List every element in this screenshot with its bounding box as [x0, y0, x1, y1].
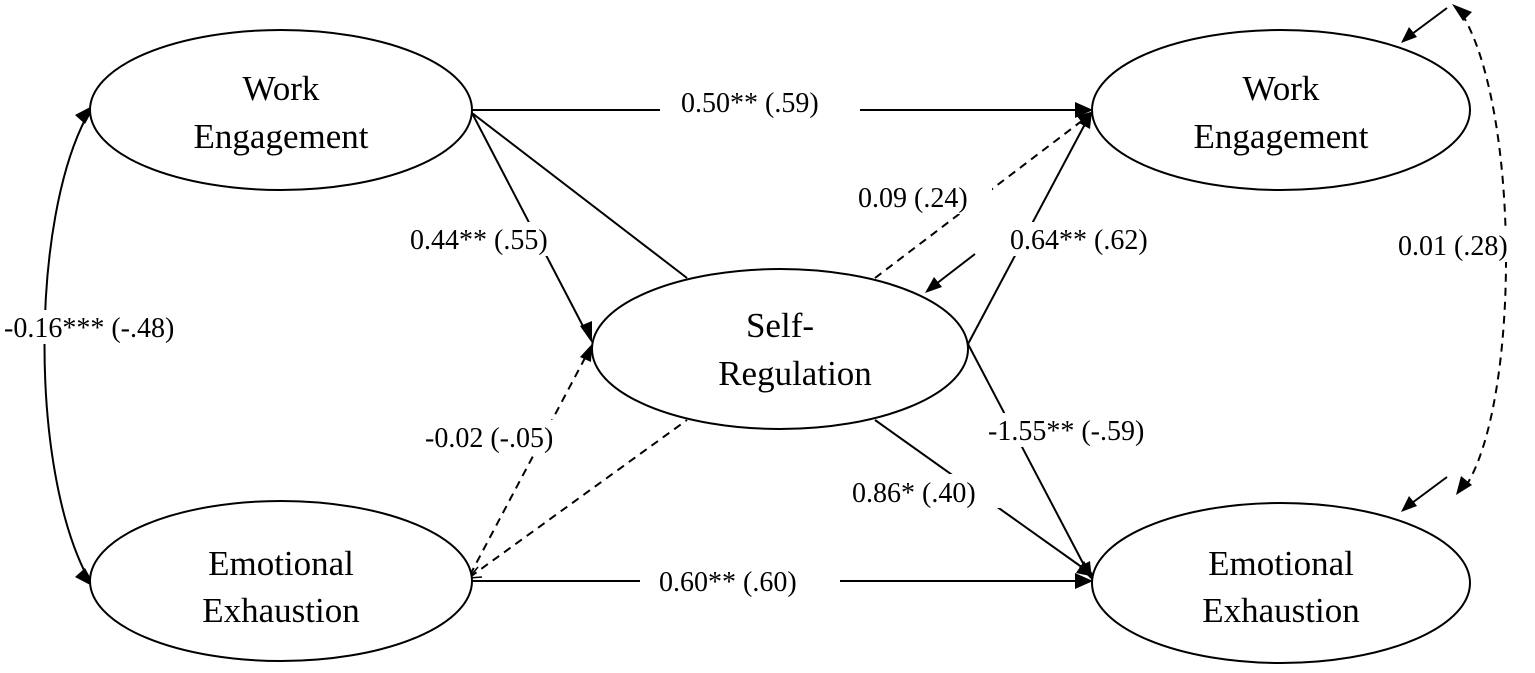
arrowhead-ee-t2 [1075, 573, 1093, 589]
residual-sr [935, 253, 976, 285]
node-label-line2: Exhaustion [1202, 591, 1359, 630]
label-bg [852, 180, 992, 214]
edge-ee-t1-to-we-t2 [469, 419, 688, 578]
edge-ee-t1-to-sr [469, 357, 586, 576]
coef-ee-t1-to-sr: -0.02 (-.05) [425, 423, 553, 454]
arrowhead-ee-t2-from-sr [1079, 561, 1092, 580]
node-shape [1091, 502, 1471, 664]
label-bg [414, 420, 596, 454]
node-work-engagement-t1: Work Engagement [89, 29, 473, 191]
node-label-line1: Self- [746, 306, 814, 345]
node-self-regulation: Self- Regulation [591, 268, 969, 430]
label-bg [660, 86, 860, 120]
node-label-line1: Emotional [208, 544, 354, 583]
label-bg [1396, 228, 1532, 262]
node-label-line1: Work [1243, 69, 1320, 108]
node-label-line1: Emotional [1208, 544, 1354, 583]
node-shape [89, 29, 473, 191]
node-shape [89, 500, 473, 662]
coef-we-t1-to-we-t2: 0.50** (.59) [681, 88, 819, 119]
label-bg [980, 413, 1180, 447]
node-label-line2: Regulation [718, 354, 872, 393]
covariance-t2-head-top [1452, 4, 1472, 21]
coef-we-t1-to-ee-t2: 0.86* (.40) [852, 478, 976, 509]
residual-we-t2 [1411, 7, 1448, 35]
arrowhead-sr-from-ee [580, 344, 592, 362]
residual-ee-t2-head [1401, 496, 1417, 512]
edge-we-t1-to-ee-t2 [471, 112, 688, 279]
node-label-line2: Exhaustion [202, 591, 359, 630]
node-shape [591, 268, 969, 430]
residual-ee-t2 [1411, 476, 1448, 504]
node-shape [1091, 29, 1471, 191]
coef-covariance-t1: -0.16*** (-.48) [4, 313, 174, 344]
node-work-engagement-t2: Work Engagement [1091, 29, 1471, 191]
coef-ee-t1-to-ee-t2: 0.60** (.60) [659, 567, 797, 598]
node-label-line2: Engagement [1194, 117, 1369, 156]
node-emotional-exhaustion-t2: Emotional Exhaustion [1091, 502, 1471, 664]
residual-sr-head [925, 277, 942, 293]
coef-sr-to-we-t2: 0.64** (.62) [1010, 225, 1148, 256]
label-bg [2, 310, 212, 344]
covariance-t2-head-bottom [1456, 476, 1472, 495]
arrowhead-we-t2-from-sr [1079, 111, 1092, 129]
edge-sr-to-ee-t2 [967, 343, 1086, 568]
node-emotional-exhaustion-t1: Emotional Exhaustion [89, 500, 473, 662]
arrowhead-sr-from-we [580, 321, 592, 343]
coef-we-t1-to-sr: 0.44** (.55) [410, 225, 548, 256]
arrowhead-we-t2 [1075, 102, 1093, 118]
coef-ee-t1-to-we-t2: 0.09 (.24) [858, 183, 968, 214]
node-label-line1: Work [243, 69, 320, 108]
label-bg [1000, 222, 1178, 256]
coef-sr-to-ee-t2: -1.55** (-.59) [988, 416, 1144, 447]
coef-covariance-t2: 0.01 (.28) [1398, 231, 1508, 262]
node-label-line2: Engagement [194, 117, 369, 156]
label-bg [848, 474, 1010, 508]
residual-we-t2-head [1401, 27, 1417, 43]
covariance-t1-curve [43, 113, 89, 579]
edge-we-t1-to-sr [471, 112, 586, 331]
label-bg [640, 564, 840, 598]
label-bg [402, 222, 588, 256]
